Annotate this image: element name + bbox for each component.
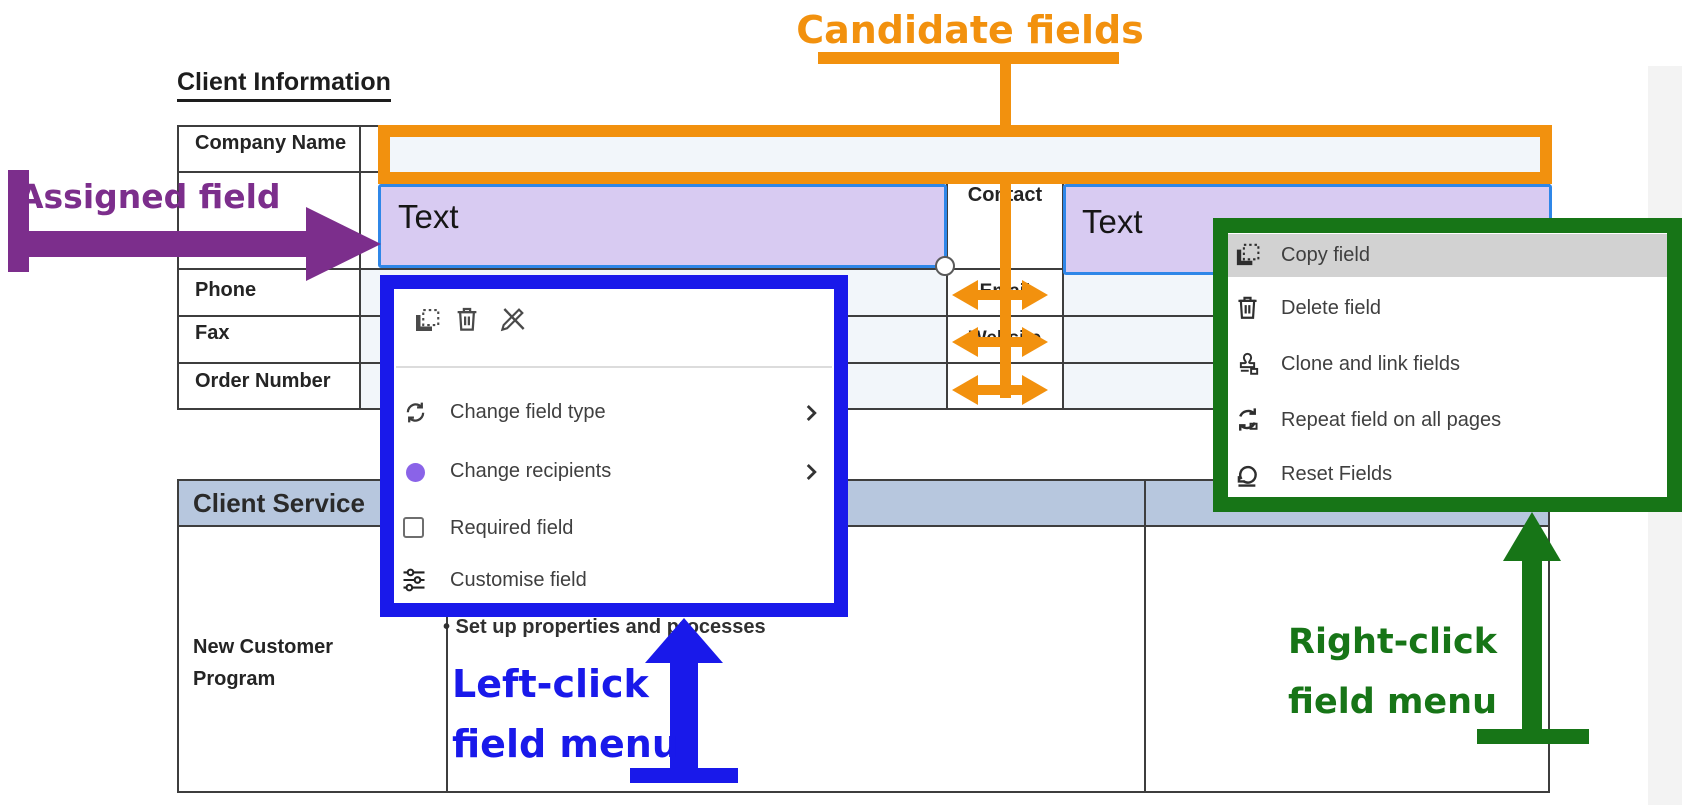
table-line xyxy=(177,479,1550,481)
table-line xyxy=(177,408,1550,410)
candidate-fields-annotation: Candidate fields xyxy=(796,8,1144,52)
left-click-arrow-base xyxy=(630,768,738,783)
clone-stamp-icon[interactable] xyxy=(1233,349,1262,378)
delete-field-icon[interactable] xyxy=(452,304,482,334)
copy-field-icon[interactable] xyxy=(412,305,442,335)
row-label-order-number: Order Number xyxy=(195,370,331,392)
table-line xyxy=(177,362,1550,364)
table-line xyxy=(177,479,179,793)
candidate-pointer-line xyxy=(1000,63,1011,129)
field-resize-handle[interactable] xyxy=(935,256,955,276)
menu-item-clone-and-link[interactable]: Clone and link fields xyxy=(1281,353,1460,375)
document-heading: Client Information xyxy=(177,68,391,102)
right-click-arrow-base xyxy=(1477,729,1589,744)
reset-undo-icon[interactable] xyxy=(1233,459,1262,488)
table-line xyxy=(1062,171,1064,410)
menu-item-copy-field[interactable]: Copy field xyxy=(1281,244,1370,266)
delete-field-icon[interactable] xyxy=(1233,293,1262,322)
menu-divider xyxy=(396,366,832,368)
row-label-company-name: Company Name xyxy=(195,132,347,154)
table-line xyxy=(946,171,948,410)
left-click-arrow-shaft xyxy=(670,659,698,773)
copy-field-icon[interactable] xyxy=(1233,240,1262,269)
change-field-type-icon[interactable] xyxy=(402,399,429,426)
unassign-field-icon[interactable] xyxy=(497,303,529,335)
table-line xyxy=(177,525,1550,527)
sliders-icon[interactable] xyxy=(400,566,428,594)
candidate-arrow-email xyxy=(952,280,1048,310)
menu-item-required-field[interactable]: Required field xyxy=(450,517,574,539)
row-label-new-customer: New Customer xyxy=(193,636,334,658)
row-label-phone: Phone xyxy=(195,279,257,301)
assigned-field-value: Text xyxy=(1082,203,1143,240)
repeat-pages-icon[interactable] xyxy=(1233,405,1262,434)
assigned-field-annotation: Assigned field xyxy=(18,177,281,216)
left-click-annotation-line1: Left-click xyxy=(452,662,649,706)
assigned-text-field-1[interactable]: Text xyxy=(378,184,947,268)
menu-item-reset-fields[interactable]: Reset Fields xyxy=(1281,463,1393,485)
table-line xyxy=(177,268,1550,270)
table-line xyxy=(1548,479,1550,793)
right-click-arrow-head xyxy=(1503,512,1561,561)
menu-item-change-field-type[interactable]: Change field type xyxy=(450,401,606,423)
assigned-field-value: Text xyxy=(398,198,459,235)
table-line xyxy=(177,791,1550,793)
required-field-checkbox[interactable] xyxy=(403,517,424,538)
menu-item-highlight xyxy=(1228,234,1667,277)
menu-item-change-recipients[interactable]: Change recipients xyxy=(450,460,612,482)
assigned-arrow-shaft xyxy=(8,231,308,257)
client-service-title: Client Service xyxy=(193,488,365,518)
candidate-arrow-row3 xyxy=(952,375,1048,405)
table-line xyxy=(446,479,448,793)
assigned-arrow-head xyxy=(306,207,381,281)
recipient-color-dot-icon[interactable] xyxy=(406,463,425,482)
menu-item-repeat-field[interactable]: Repeat field on all pages xyxy=(1281,409,1502,431)
table-line xyxy=(177,315,1550,317)
left-click-annotation-line2: field menu xyxy=(452,722,679,766)
menu-item-delete-field[interactable]: Delete field xyxy=(1281,297,1382,319)
row-label-fax: Fax xyxy=(195,322,230,344)
right-click-arrow-shaft xyxy=(1522,556,1542,738)
table-line xyxy=(1144,479,1146,793)
menu-item-customise-field[interactable]: Customise field xyxy=(450,569,587,591)
table-line xyxy=(177,125,179,410)
chevron-right-icon xyxy=(798,459,824,485)
right-click-annotation-line1: Right-click xyxy=(1288,622,1497,662)
row-label-program: Program xyxy=(193,668,276,690)
right-click-annotation-line2: field menu xyxy=(1288,682,1497,722)
chevron-right-icon xyxy=(798,400,824,426)
candidate-fields-underline xyxy=(818,52,1119,64)
left-click-arrow-head xyxy=(645,618,723,663)
candidate-field-company-name[interactable] xyxy=(378,125,1552,184)
candidate-arrow-website xyxy=(952,327,1048,357)
left-click-menu xyxy=(380,275,848,617)
